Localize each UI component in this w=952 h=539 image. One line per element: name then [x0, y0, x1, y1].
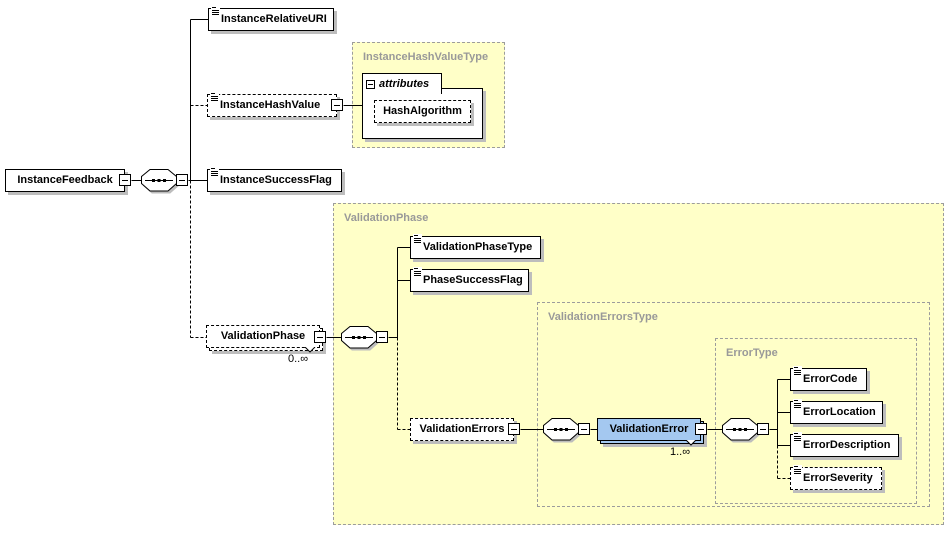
text-content-icon — [793, 366, 802, 377]
collapse-toggle[interactable] — [176, 174, 188, 186]
text-content-icon — [413, 267, 422, 278]
sequence-icon[interactable] — [341, 326, 378, 354]
element-label: InstanceRelativeURI — [221, 13, 327, 25]
element-label: InstanceSuccessFlag — [220, 174, 332, 186]
type-container-title: ValidationPhase — [344, 212, 429, 224]
collapse-toggle[interactable] — [508, 423, 520, 435]
repeat-notch-icon — [304, 347, 316, 353]
element-label: ErrorSeverity — [803, 472, 873, 484]
text-content-icon — [793, 432, 802, 443]
collapse-toggle[interactable] — [578, 423, 590, 435]
element-error-description[interactable]: ErrorDescription — [790, 432, 899, 457]
collapse-toggle[interactable] — [314, 331, 326, 343]
element-label: ValidationPhaseType — [423, 241, 533, 253]
element-label: ErrorDescription — [803, 439, 891, 451]
element-error-code[interactable]: ErrorCode — [790, 366, 867, 391]
text-content-icon — [793, 399, 802, 410]
element-validation-errors[interactable]: ValidationErrors — [410, 418, 514, 441]
collapse-toggle[interactable] — [366, 79, 375, 89]
collapse-toggle[interactable] — [331, 99, 343, 111]
text-content-icon — [210, 167, 219, 178]
element-instance-relative-uri[interactable]: InstanceRelativeURI — [208, 6, 334, 31]
text-content-icon — [210, 92, 219, 103]
text-content-icon — [413, 234, 422, 245]
repeat-notch-icon — [685, 440, 697, 446]
collapse-toggle[interactable] — [119, 174, 131, 186]
element-label: ValidationPhase — [220, 330, 306, 342]
sequence-icon[interactable] — [141, 169, 178, 197]
collapse-toggle[interactable] — [376, 331, 388, 343]
element-validation-phase[interactable]: ValidationPhase — [206, 325, 323, 353]
element-label: PhaseSuccessFlag — [423, 274, 523, 286]
element-label: ValidationError — [609, 423, 689, 435]
text-content-icon — [793, 465, 802, 476]
element-label: InstanceFeedback — [17, 174, 113, 186]
type-container-title: ValidationErrorsType — [548, 311, 658, 323]
element-instance-hash-value[interactable]: InstanceHashValue — [207, 92, 337, 117]
element-label: ValidationErrors — [419, 423, 505, 435]
element-validation-phase-type[interactable]: ValidationPhaseType — [410, 234, 541, 259]
attribute-hash-algorithm[interactable]: HashAlgorithm — [374, 100, 471, 123]
collapse-toggle[interactable] — [695, 423, 707, 435]
element-label: InstanceHashValue — [220, 99, 321, 111]
occurrence-label-validation-phase: 0..∞ — [288, 353, 309, 365]
occurrence-label-validation-error: 1..∞ — [670, 446, 691, 458]
element-error-severity[interactable]: ErrorSeverity — [790, 465, 882, 490]
element-validation-error[interactable]: ValidationError — [597, 418, 704, 446]
text-content-icon — [211, 6, 220, 17]
attributes-box-header: attributes — [362, 73, 442, 94]
collapse-toggle[interactable] — [757, 423, 769, 435]
element-label: ErrorLocation — [803, 406, 876, 418]
attribute-label: HashAlgorithm — [383, 105, 462, 117]
element-error-location[interactable]: ErrorLocation — [790, 399, 883, 424]
sequence-icon[interactable] — [543, 418, 580, 446]
attributes-label: attributes — [379, 78, 430, 90]
type-container-title: InstanceHashValueType — [363, 51, 489, 63]
element-label: ErrorCode — [803, 373, 858, 385]
element-phase-success-flag[interactable]: PhaseSuccessFlag — [410, 267, 529, 292]
element-instance-success-flag[interactable]: InstanceSuccessFlag — [207, 167, 342, 192]
element-instance-feedback[interactable]: InstanceFeedback — [5, 169, 125, 192]
sequence-icon[interactable] — [722, 418, 759, 446]
type-container-title: ErrorType — [726, 347, 778, 359]
